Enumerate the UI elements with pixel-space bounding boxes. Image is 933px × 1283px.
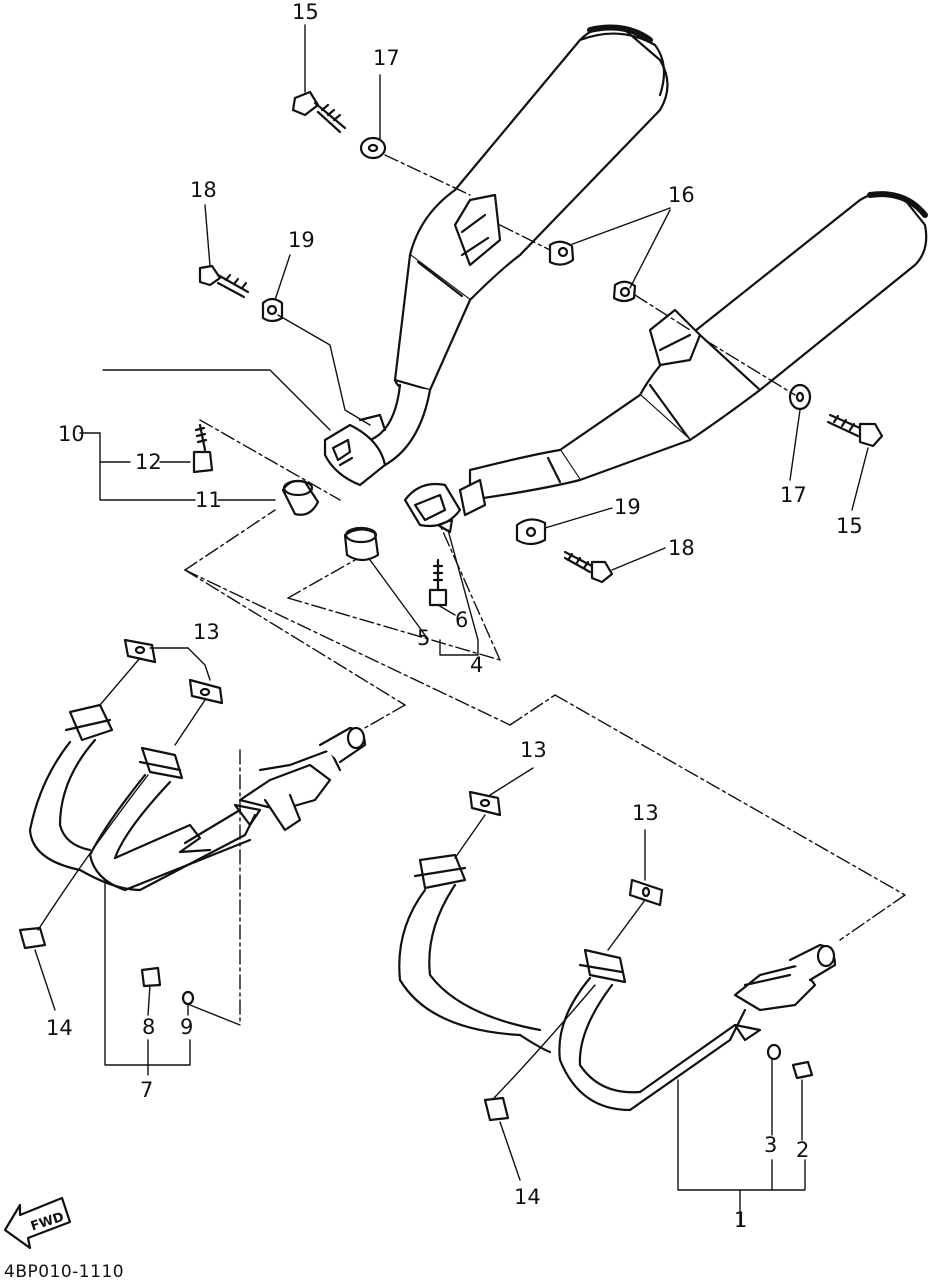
exhaust-pipe-left: [28, 638, 367, 892]
bolt-15-top: [291, 90, 347, 134]
label-2: 2: [796, 1138, 810, 1162]
label-7: 7: [140, 1078, 154, 1102]
bolt-2: [791, 1060, 814, 1080]
label-17-top: 17: [373, 46, 400, 70]
bolt-15-right: [826, 413, 884, 448]
label-8: 8: [142, 1015, 156, 1039]
label-5: 5: [417, 626, 431, 650]
clamp-right: [403, 478, 487, 534]
diagram-code: 4BP010-1110: [4, 1262, 125, 1282]
label-6: 6: [455, 608, 469, 632]
gasket-11: [281, 479, 320, 516]
label-10: 10: [58, 422, 85, 446]
joint-left: [323, 413, 387, 487]
muffler-right: [468, 191, 928, 502]
label-3: 3: [764, 1133, 778, 1157]
bolt-12: [192, 423, 214, 474]
label-19-top: 19: [288, 228, 315, 252]
label-14-left: 14: [46, 1016, 73, 1040]
label-19-right: 19: [614, 495, 641, 519]
label-1: 1: [734, 1208, 748, 1232]
exhaust-pipe-right: [398, 790, 837, 1112]
washer-3: [766, 1043, 782, 1061]
gasket-14-left: [18, 926, 47, 950]
label-leaders: [79, 24, 869, 656]
label-14-right: 14: [514, 1185, 541, 1209]
lower-right-leaders: [454, 767, 806, 1226]
collar-16a: [548, 240, 575, 266]
label-9: 9: [180, 1015, 194, 1039]
collar-16b: [612, 280, 637, 303]
grommet-19-top: [261, 297, 284, 323]
leader-lines: [184, 154, 906, 1026]
muffler-left: [368, 24, 669, 467]
label-4: 4: [470, 653, 484, 677]
label-11: 11: [195, 488, 222, 512]
label-18-top: 18: [190, 178, 217, 202]
label-18-right: 18: [668, 536, 695, 560]
bolt-18-right: [563, 550, 614, 584]
bolt-6: [428, 558, 448, 607]
gasket-14-right: [483, 1096, 510, 1122]
label-13-right: 13: [632, 801, 659, 825]
washer-17-top: [359, 136, 387, 160]
label-15-right: 15: [836, 514, 863, 538]
label-13-mid: 13: [520, 738, 547, 762]
label-17-right: 17: [780, 483, 807, 507]
lower-left-leaders: [34, 647, 241, 1076]
label-16: 16: [668, 183, 695, 207]
grommet-19-right: [515, 518, 547, 546]
gasket-5: [343, 526, 380, 562]
washer-9: [181, 990, 195, 1006]
label-13-left: 13: [193, 620, 220, 644]
fwd-arrow: FWD: [3, 1196, 72, 1250]
bolt-8: [140, 966, 162, 988]
bolt-18-top: [198, 264, 250, 299]
label-15-top: 15: [292, 0, 319, 24]
washer-17-right: [788, 383, 812, 411]
label-12: 12: [135, 450, 162, 474]
